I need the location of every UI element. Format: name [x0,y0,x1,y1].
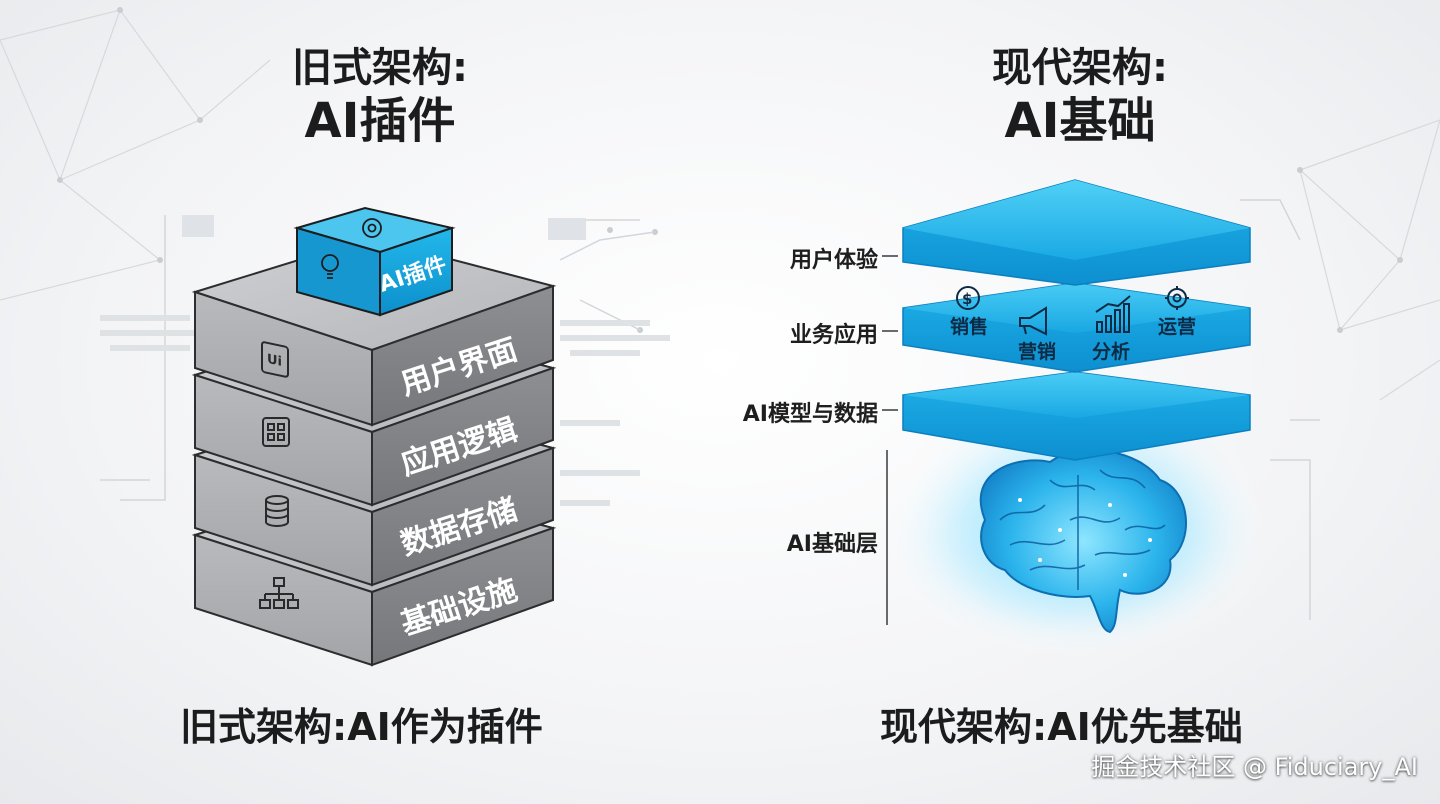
megaphone-icon [1019,306,1047,336]
svg-text:$: $ [962,290,972,308]
network-icon [259,577,299,609]
left-caption: 旧式架构:AI作为插件 [180,705,543,749]
chart-icon [1095,295,1131,333]
slab-ai-model-data [902,371,1251,461]
gear-brain-icon [362,218,382,238]
watermark: 掘金技术社区 @ Fiduciary_AI [1091,753,1418,781]
left-title-line2: AI插件 [304,93,456,149]
side-label-user-experience: 用户体验 [789,248,878,273]
database-icon [265,495,289,527]
business-label-marketing: 营销 [1018,340,1056,363]
ai-brain-illustration [979,449,1187,634]
grid-icon [262,417,290,447]
gear-icon [1165,286,1189,310]
right-caption: 现代架构:AI优先基础 [880,705,1243,749]
ui-icon: Ui [261,341,289,378]
side-label-ai-model-data: AI模型与数据 [742,402,878,427]
right-title-line2: AI基础 [1004,93,1156,149]
right-title: 现代架构: AI基础 [930,44,1230,150]
business-label-operations: 运营 [1158,315,1196,338]
dollar-icon: $ [956,286,980,310]
lightbulb-icon [321,254,339,279]
right-title-line1: 现代架构: [992,45,1168,91]
side-label-ai-foundation: AI基础层 [786,532,878,557]
business-label-sales: 销售 [950,315,988,338]
side-label-business-apps: 业务应用 [789,323,878,348]
slab-user-experience [902,179,1251,286]
left-title: 旧式架构: AI插件 [230,44,530,150]
side-label-connectors [882,255,898,625]
slab-business-apps [902,282,1251,373]
business-label-analytics: 分析 [1092,340,1130,363]
left-title-line1: 旧式架构: [292,45,468,91]
svg-text:Ui: Ui [267,352,282,370]
